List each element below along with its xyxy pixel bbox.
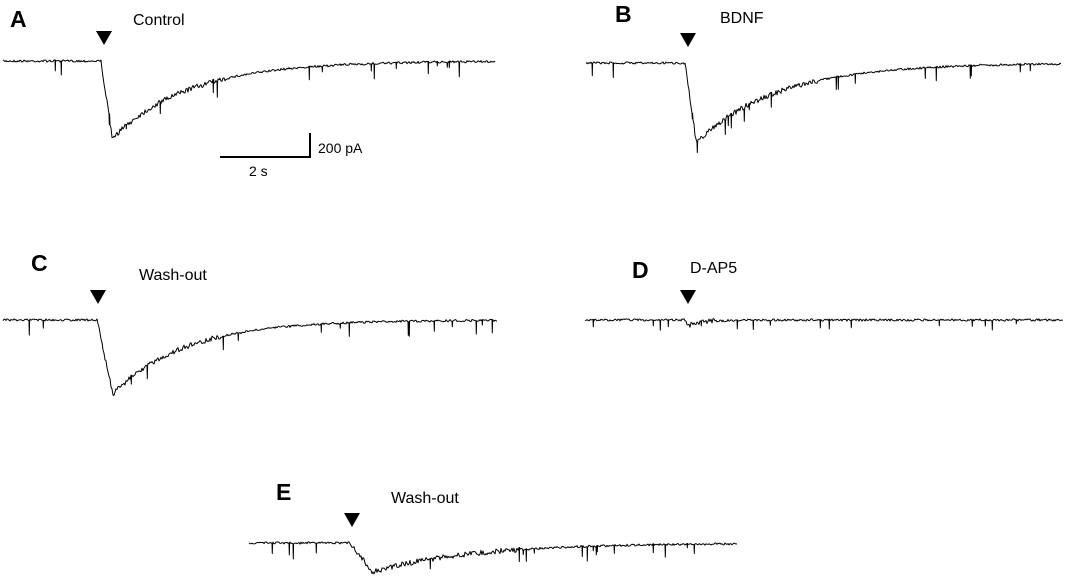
panel-letter-d: D	[632, 257, 649, 283]
stimulus-arrowhead-icon	[680, 33, 696, 47]
condition-label-d: D-AP5	[690, 260, 737, 277]
stimulus-arrowhead-icon	[344, 513, 360, 527]
panel-c: C Wash-out	[2, 250, 498, 396]
panel-b: B BDNF	[585, 1, 1062, 154]
current-trace-e	[248, 541, 738, 575]
panel-letter-c: C	[31, 250, 48, 276]
panel-d: D D-AP5	[584, 257, 1063, 331]
current-trace-b	[585, 61, 1062, 154]
current-trace-a	[2, 59, 496, 139]
stimulus-arrowhead-icon	[680, 290, 696, 304]
scale-bar: 200 pA 2 s	[220, 133, 363, 179]
panel-letter-e: E	[276, 479, 291, 505]
stimulus-arrowhead-icon	[90, 290, 106, 304]
condition-label-a: Control	[133, 12, 185, 29]
panel-letter-a: A	[10, 6, 27, 32]
scale-bar-lines	[220, 133, 311, 158]
condition-label-b: BDNF	[720, 10, 764, 27]
condition-label-c: Wash-out	[139, 267, 207, 284]
stimulus-arrowhead-icon	[96, 31, 112, 45]
condition-label-e: Wash-out	[391, 490, 459, 507]
scale-bar-current-label: 200 pA	[318, 140, 363, 156]
panel-letter-b: B	[615, 1, 632, 27]
current-trace-c	[2, 318, 498, 396]
panel-e: E Wash-out	[248, 479, 738, 575]
scale-bar-time-label: 2 s	[249, 163, 268, 179]
current-trace-d	[584, 318, 1063, 331]
panel-a: A Control	[2, 6, 496, 139]
